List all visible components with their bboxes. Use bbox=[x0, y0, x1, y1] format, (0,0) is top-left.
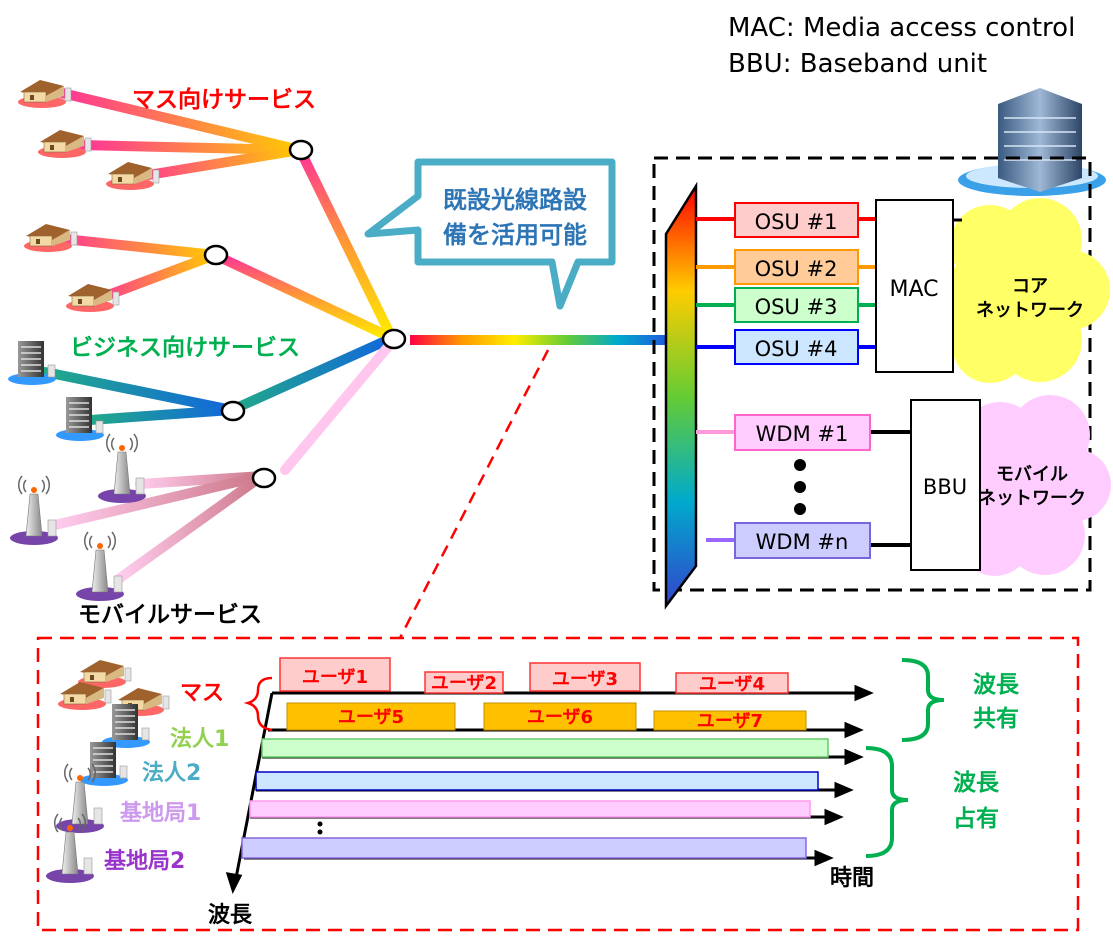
mass-service-label: マス向けサービス bbox=[132, 86, 316, 113]
share-label-2: 共有 bbox=[973, 705, 1019, 732]
central-office-box bbox=[652, 156, 1092, 592]
user-6-label: ユーザ6 bbox=[527, 707, 593, 728]
wdm-n-label: WDM #n bbox=[756, 530, 849, 554]
row-label-corp1: 法人1 bbox=[170, 727, 229, 752]
mobile-service-label: モバイルサービス bbox=[78, 602, 262, 628]
timeline-dots bbox=[317, 821, 323, 835]
core-network-label-2: ネットワーク bbox=[976, 300, 1084, 321]
office-building-icon bbox=[79, 741, 129, 787]
callout-line2: 備を活用可能 bbox=[443, 221, 587, 249]
user-5-label: ユーザ5 bbox=[338, 707, 404, 728]
user-7-box: ユーザ7 bbox=[653, 710, 807, 732]
occupy-label-1: 波長 bbox=[953, 770, 1000, 796]
office-building-icon bbox=[7, 340, 57, 386]
osu-3-box: OSU #3 bbox=[734, 287, 859, 323]
osu-2-label: OSU #2 bbox=[755, 257, 838, 281]
base-station-tower-icon bbox=[75, 531, 125, 602]
osu-4-label: OSU #4 bbox=[755, 337, 838, 361]
house-icon bbox=[23, 223, 78, 253]
datacenter-building-icon bbox=[958, 88, 1106, 196]
mac-box: MAC bbox=[875, 199, 954, 373]
bbu-box: BBU bbox=[910, 399, 981, 571]
callout-line1: 既設光線路設 bbox=[443, 186, 588, 214]
house-icon bbox=[37, 129, 92, 159]
user-6-box: ユーザ6 bbox=[483, 702, 637, 731]
house-icon bbox=[17, 79, 72, 109]
mass-bracket bbox=[243, 676, 273, 732]
user-7-label: ユーザ7 bbox=[697, 711, 763, 732]
osu-links bbox=[696, 217, 911, 547]
wdm-dots bbox=[794, 459, 806, 515]
axis-time-label: 時間 bbox=[830, 866, 874, 891]
user-1-label: ユーザ1 bbox=[302, 667, 368, 688]
axis-wavelength-label: 波長 bbox=[208, 903, 253, 928]
osu-1-label: OSU #1 bbox=[755, 210, 838, 234]
zoom-connector bbox=[398, 349, 550, 639]
user-2-label: ユーザ2 bbox=[431, 673, 497, 694]
occupy-bracket bbox=[865, 746, 909, 858]
user-2-box: ユーザ2 bbox=[424, 671, 504, 694]
row-label-mass: マス bbox=[180, 681, 224, 706]
wdm-n-box: WDM #n bbox=[734, 522, 871, 559]
base-station-tower-icon bbox=[97, 433, 147, 504]
wdm-1-box: WDM #1 bbox=[734, 414, 871, 451]
share-bracket bbox=[901, 658, 945, 742]
splitter-nodes bbox=[203, 139, 407, 489]
share-label-1: 波長 bbox=[973, 672, 1020, 698]
mac-label: MAC bbox=[889, 277, 938, 302]
house-icon bbox=[105, 161, 160, 191]
mobile-network-label-1: モバイル bbox=[996, 464, 1068, 485]
occupy-label-2: 占有 bbox=[953, 805, 999, 832]
shared-fiber-trunk bbox=[410, 335, 670, 345]
user-4-box: ユーザ4 bbox=[675, 672, 789, 695]
base-station-tower-icon bbox=[9, 475, 59, 546]
user-5-box: ユーザ5 bbox=[286, 702, 456, 731]
row-label-base1: 基地局1 bbox=[120, 801, 201, 826]
callout-existing-fiber: 既設光線路設 備を活用可能 bbox=[364, 158, 616, 310]
user-3-label: ユーザ3 bbox=[552, 669, 618, 690]
user-1-box: ユーザ1 bbox=[279, 657, 391, 692]
row-label-base2: 基地局2 bbox=[104, 849, 185, 874]
corp1-bar bbox=[261, 738, 829, 758]
bbu-label: BBU bbox=[923, 475, 967, 499]
house-icon bbox=[65, 283, 120, 313]
business-service-label: ビジネス向けサービス bbox=[70, 334, 300, 361]
legend-mac: MAC: Media access control bbox=[728, 13, 1075, 43]
legend-bbu: BBU: Baseband unit bbox=[728, 49, 987, 79]
mobile-network-label-2: ネットワーク bbox=[978, 488, 1086, 509]
osu-4-box: OSU #4 bbox=[734, 329, 859, 365]
osu-2-box: OSU #2 bbox=[734, 249, 859, 285]
user-3-box: ユーザ3 bbox=[529, 662, 641, 692]
corp2-bar bbox=[255, 771, 819, 791]
business-service-fibers bbox=[40, 333, 397, 425]
osu-1-box: OSU #1 bbox=[734, 202, 859, 238]
base1-bar bbox=[249, 800, 811, 818]
timeline-box bbox=[36, 636, 1080, 932]
row-label-corp2: 法人2 bbox=[142, 761, 201, 786]
osu-3-label: OSU #3 bbox=[755, 295, 838, 319]
core-network-label-1: コア bbox=[1012, 276, 1048, 297]
base2-bar bbox=[241, 837, 807, 859]
wdm-1-label: WDM #1 bbox=[756, 422, 849, 446]
wdm-prism bbox=[664, 181, 698, 610]
mobile-service-fibers bbox=[50, 337, 397, 583]
user-4-label: ユーザ4 bbox=[699, 674, 765, 695]
